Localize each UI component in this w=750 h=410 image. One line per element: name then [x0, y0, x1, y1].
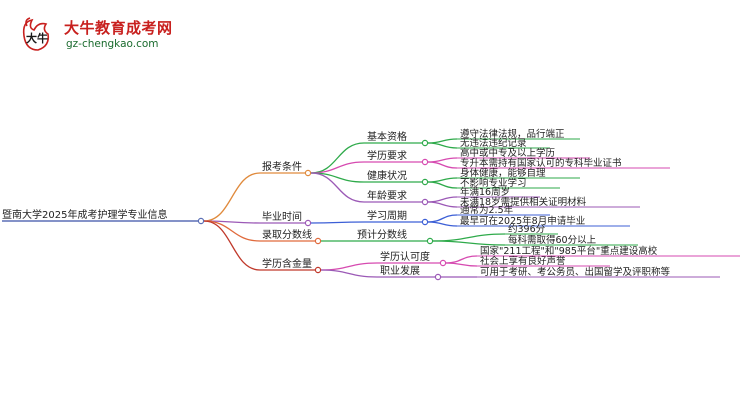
leaf-label: 年满16周岁: [460, 186, 510, 198]
subtopic-to-leaf-line: [427, 142, 458, 149]
branch-label: 学历含金量: [262, 257, 312, 270]
site-title: 大牛教育成考网: [64, 19, 173, 37]
root-node-label: 暨南大学2025年成考护理学专业信息: [2, 208, 167, 221]
root-to-branch-line: [203, 220, 261, 271]
subtopic-label: 基本资格: [367, 130, 407, 143]
subtopic-label: 职业发展: [380, 264, 420, 277]
site-logo[interactable]: 大牛 大牛教育成考网 gz-chengkao.com: [14, 14, 204, 54]
subtopic-connector-dot: [421, 139, 429, 147]
root-connector-dot: [197, 217, 205, 225]
subtopic-to-leaf-line: [427, 138, 458, 144]
leaf-label: 每科需取得60分以上: [508, 234, 597, 246]
subtopic-connector-dot: [426, 237, 434, 245]
subtopic-connector-dot: [439, 259, 447, 267]
branch-connector-dot: [314, 266, 322, 274]
branch-connector-dot: [314, 237, 322, 245]
subtopic-label: 年龄要求: [367, 189, 407, 202]
leaf-label: 专升本需持有国家认可的专科毕业证书: [460, 157, 622, 169]
leaf-label: 高中或中专及以上学历: [460, 147, 555, 159]
subtopic-to-leaf-line: [427, 221, 458, 227]
subtopic-to-leaf-line: [427, 196, 458, 203]
leaf-label: 国家"211工程"和"985平台"重点建设高校: [480, 245, 658, 257]
branch-to-subtopic-line: [310, 142, 365, 174]
branch-to-subtopic-line: [310, 221, 365, 224]
root-to-branch-line: [203, 220, 261, 242]
subtopic-connector-dot: [421, 218, 429, 226]
subtopic-label: 健康状况: [367, 169, 407, 182]
branch-label: 报考条件: [262, 160, 302, 173]
subtopic-to-leaf-line: [445, 255, 478, 264]
site-url: gz-chengkao.com: [66, 38, 159, 50]
branch-label: 毕业时间: [262, 210, 302, 223]
subtopic-to-leaf-line: [427, 214, 458, 223]
leaf-label: 无违法违纪记录: [460, 137, 527, 149]
subtopic-connector-dot: [434, 273, 442, 281]
subtopic-connector-dot: [421, 158, 429, 166]
leaf-label: 社会上享有良好声誉: [480, 255, 566, 267]
svg-text:大牛: 大牛: [26, 31, 48, 45]
leaf-label: 通常为2.5年: [460, 204, 514, 216]
bull-logo-icon: 大牛: [22, 17, 50, 51]
subtopic-connector-dot: [421, 178, 429, 186]
subtopic-label: 学历认可度: [380, 250, 430, 263]
branch-connector-dot: [304, 219, 312, 227]
branch-to-subtopic-line: [310, 172, 365, 203]
subtopic-to-leaf-line: [427, 157, 458, 163]
subtopic-to-leaf-line: [427, 181, 458, 189]
subtopic-to-leaf-line: [427, 201, 458, 208]
branch-connector-dot: [304, 169, 312, 177]
subtopic-to-leaf-line: [445, 262, 478, 267]
leaf-label: 最早可在2025年8月申请毕业: [460, 215, 585, 227]
subtopic-to-leaf-line: [432, 240, 506, 246]
branch-label: 录取分数线: [262, 228, 312, 241]
root-to-branch-line: [203, 172, 261, 222]
leaf-label: 可用于考研、考公务员、出国留学及评职称等: [480, 266, 671, 278]
subtopic-connector-dot: [421, 198, 429, 206]
subtopic-label: 学习周期: [367, 209, 407, 222]
subtopic-label: 预计分数线: [357, 228, 407, 241]
leaf-label: 身体健康，能够自理: [460, 167, 546, 179]
subtopic-label: 学历要求: [367, 149, 407, 162]
leaf-label: 未满18岁需提供相关证明材料: [460, 196, 587, 208]
branch-to-subtopic-line: [320, 262, 378, 271]
leaf-label: 不影响专业学习: [460, 177, 527, 189]
subtopic-to-leaf-line: [427, 177, 458, 183]
subtopic-to-leaf-line: [432, 233, 506, 242]
branch-to-subtopic-line: [320, 269, 378, 278]
leaf-label: 约396分: [508, 223, 546, 235]
subtopic-to-leaf-line: [427, 161, 458, 169]
leaf-label: 遵守法律法规，品行端正: [460, 128, 565, 140]
